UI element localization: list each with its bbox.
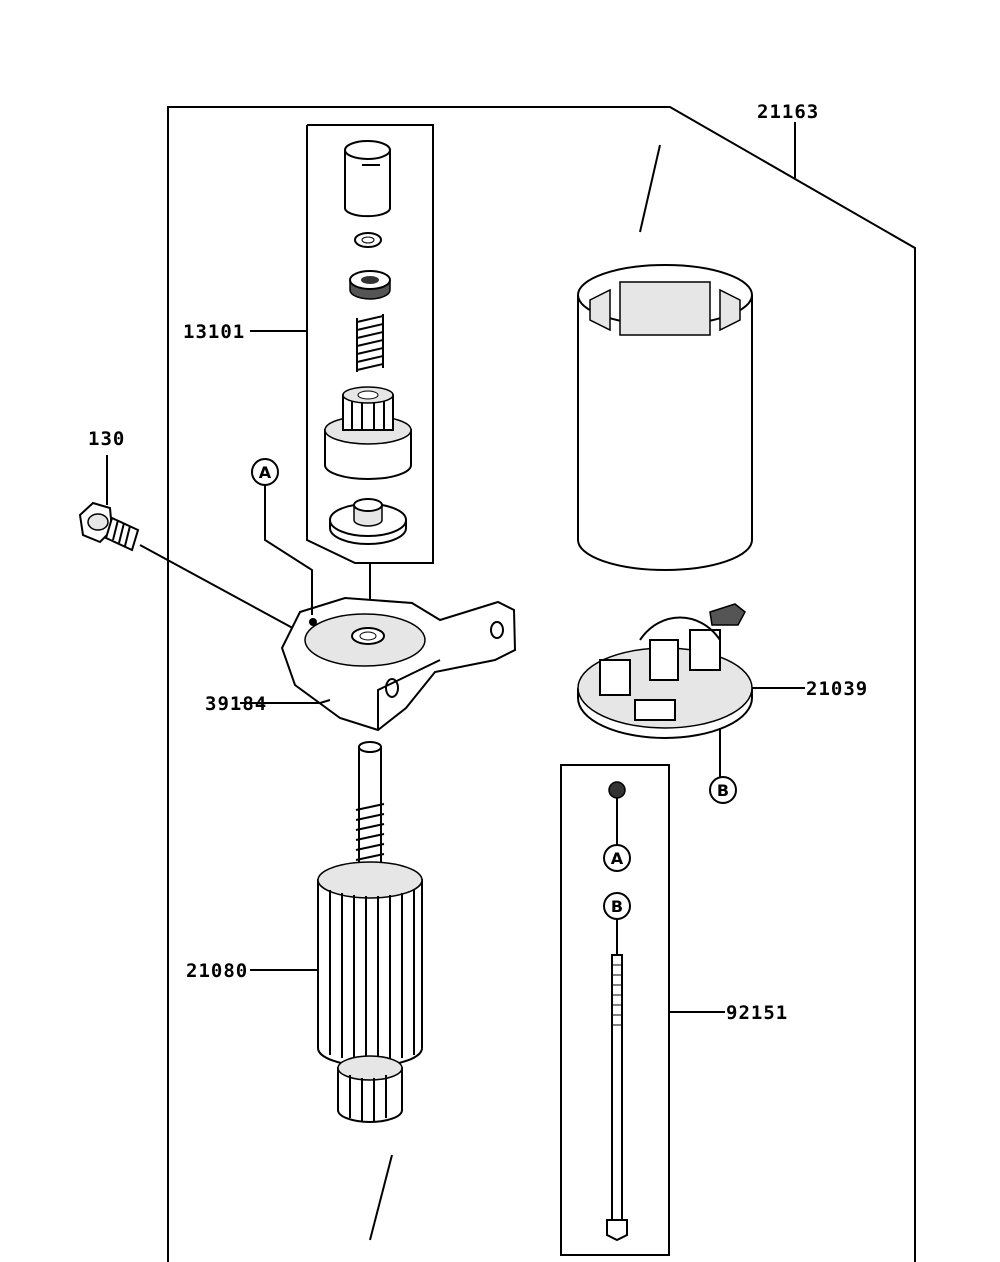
pinion-gear: [324, 386, 412, 480]
spring: [356, 314, 384, 372]
label-brush-plate: 21039: [806, 678, 868, 700]
label-armature: 21080: [186, 960, 248, 982]
label-bolt: 130: [88, 428, 125, 450]
bracket-39184: [240, 596, 517, 732]
marker-b-kit-text: B: [611, 897, 623, 916]
label-drive-kit: 13101: [183, 321, 245, 343]
pinion-cap: [344, 140, 391, 218]
kit-nut: [608, 781, 626, 845]
label-bracket: 39184: [205, 693, 267, 715]
marker-a-bracket-text: A: [259, 463, 272, 482]
retaining-ring: [354, 232, 382, 248]
label-assembly: 21163: [757, 101, 819, 123]
marker-b-brush: B: [709, 776, 737, 804]
marker-b-brush-text: B: [717, 781, 729, 800]
housing: [577, 144, 753, 571]
bolt-130: [78, 455, 301, 633]
brush-plate-21039: [577, 603, 805, 778]
stop-washer: [329, 498, 407, 545]
collar: [349, 270, 391, 300]
through-bolt: [606, 954, 628, 1242]
marker-a-bracket: A: [251, 458, 313, 615]
marker-a-kit: A: [603, 844, 631, 872]
assembly-frame: [167, 106, 916, 1262]
armature-21080: [250, 741, 423, 1241]
marker-b-kit: B: [603, 892, 631, 955]
marker-a-kit-text: A: [611, 849, 624, 868]
drive-kit-box: [250, 124, 434, 564]
label-through-bolt: 92151: [726, 1002, 788, 1024]
through-bolt-box: [560, 764, 725, 1256]
